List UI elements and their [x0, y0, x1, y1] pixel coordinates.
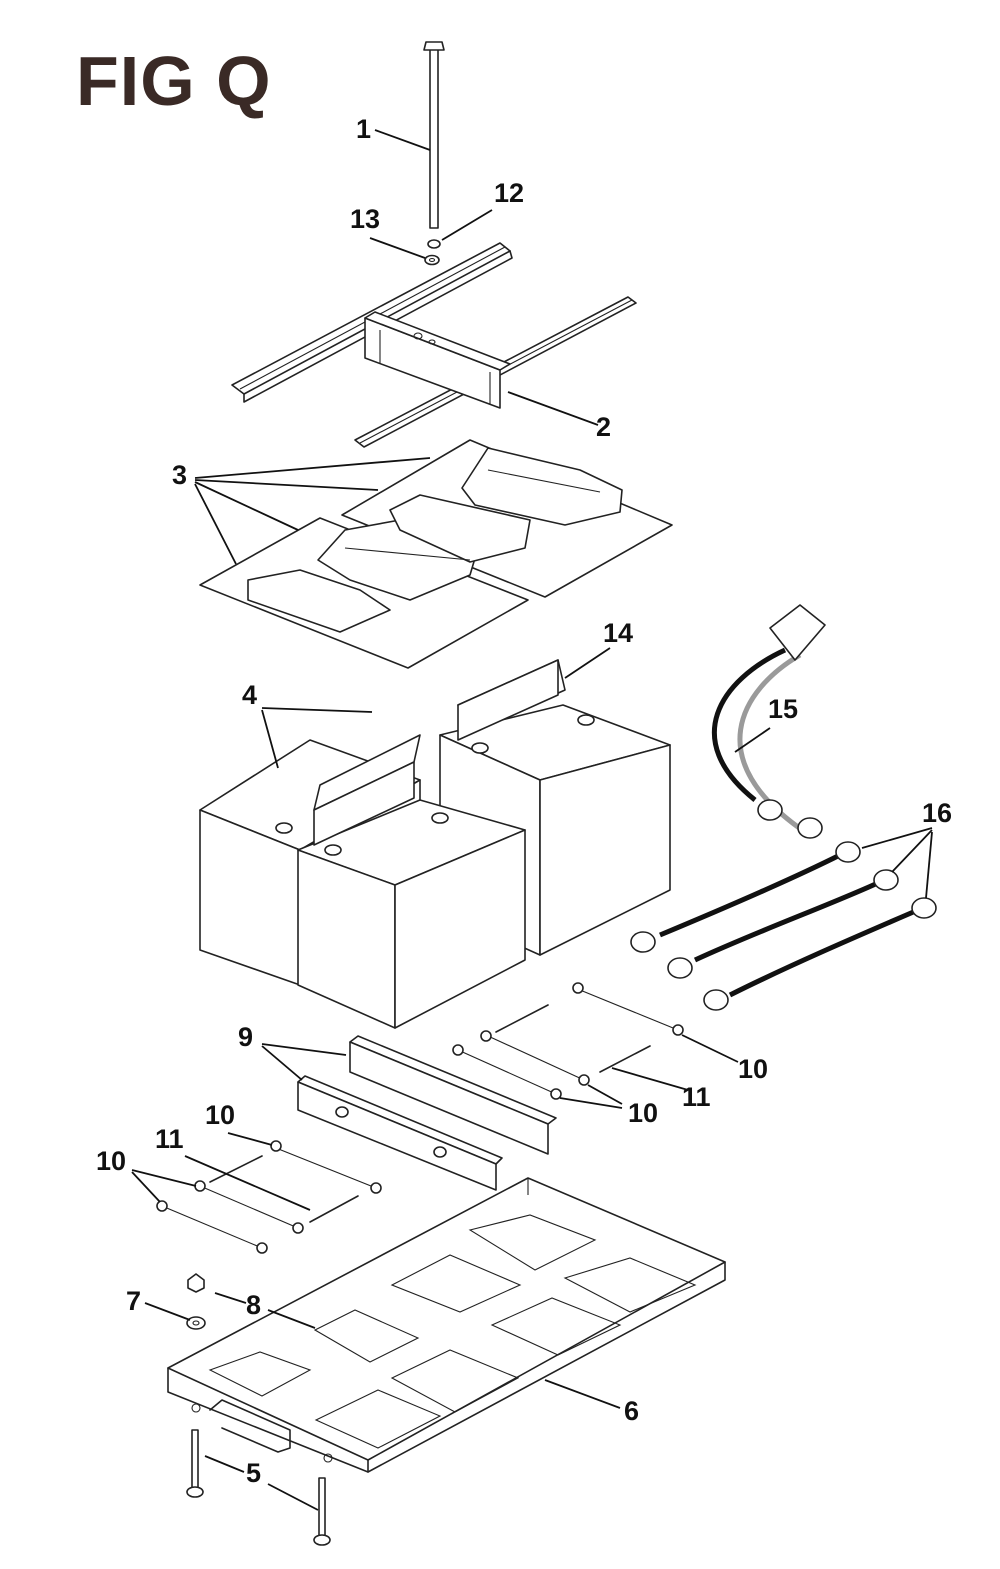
callout-10-right-lower: 10: [628, 1098, 658, 1128]
rod-washer: [424, 254, 440, 266]
callout-8: 8: [246, 1290, 261, 1320]
callout-11-left: 11: [155, 1124, 184, 1154]
hold-down-frame: [231, 242, 637, 448]
callout-6: 6: [624, 1396, 639, 1426]
callout-16: 16: [922, 798, 952, 828]
tray-bolts: [186, 1429, 331, 1546]
leader-lines: [131, 129, 933, 1511]
callout-10-left-upper: 10: [205, 1100, 235, 1130]
callout-5: 5: [246, 1458, 261, 1488]
tray-brackets: [297, 1035, 557, 1191]
callout-15: 15: [768, 694, 798, 724]
rods-and-nuts-left: [156, 1140, 382, 1254]
jumper-cables: [630, 841, 937, 1011]
battery-tray: [167, 1177, 726, 1473]
callout-14: 14: [603, 618, 633, 648]
callout-1: 1: [356, 114, 371, 144]
callout-13: 13: [350, 204, 380, 234]
callout-3: 3: [172, 460, 187, 490]
figure-title: FIG Q: [76, 42, 272, 120]
callout-2: 2: [596, 412, 611, 442]
rods-and-nuts-right: [452, 982, 684, 1100]
callout-10-right-upper: 10: [738, 1054, 768, 1084]
callout-11-right: 11: [682, 1082, 711, 1112]
callout-9: 9: [238, 1022, 253, 1052]
callout-4: 4: [242, 680, 257, 710]
callouts: 1 12 13 2 3 14 4 15 16 9 10 11 10 10 11 …: [96, 114, 952, 1488]
hold-down-rod: [423, 41, 445, 229]
connector-cable: [711, 604, 826, 839]
callout-10-left-lower: 10: [96, 1146, 126, 1176]
spacer-blocks: [313, 659, 566, 846]
rod-nut: [427, 239, 441, 249]
callout-12: 12: [494, 178, 524, 208]
callout-7: 7: [126, 1286, 141, 1316]
battery-pads: [199, 439, 673, 669]
batteries: [199, 704, 671, 1029]
